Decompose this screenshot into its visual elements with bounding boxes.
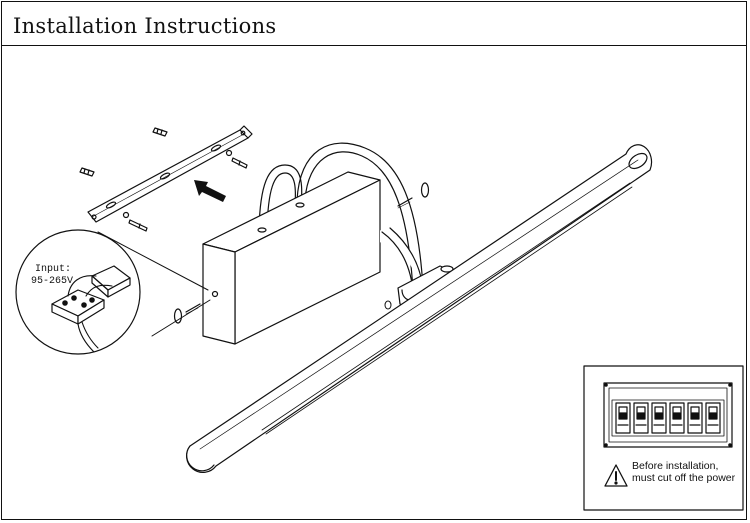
breaker-switch xyxy=(705,402,721,434)
screw-left xyxy=(122,211,148,232)
warning-icon xyxy=(604,464,628,487)
light-bar xyxy=(186,144,653,473)
breaker-switch xyxy=(651,402,667,434)
wall-anchor-top xyxy=(152,127,168,137)
breaker-panel xyxy=(603,382,733,448)
mounting-bracket xyxy=(87,125,253,223)
page-title: Installation Instructions xyxy=(13,14,277,38)
rotation-marker-joint xyxy=(384,300,392,310)
arm-rear xyxy=(296,142,424,291)
input-label: Input: xyxy=(35,264,71,275)
arm-front xyxy=(258,164,303,231)
callout-line-upper xyxy=(97,231,209,291)
title-bar: Installation Instructions xyxy=(1,1,747,46)
screw-right xyxy=(225,149,248,169)
breaker-panel-box xyxy=(583,365,744,511)
rotation-marker-arm xyxy=(397,182,430,209)
breaker-switch xyxy=(669,402,685,434)
driver-box xyxy=(202,171,381,345)
breaker-switch xyxy=(687,402,703,434)
wires xyxy=(67,275,113,353)
callout-line-lower xyxy=(151,299,211,337)
voltage-label: 95-265V xyxy=(31,276,73,287)
breaker-switch xyxy=(633,402,649,434)
wall-anchor-left xyxy=(79,167,95,177)
warning-text: Before installation, must cut off the po… xyxy=(632,460,736,484)
breaker-switch xyxy=(615,402,631,434)
assembly-arrow xyxy=(194,180,226,202)
